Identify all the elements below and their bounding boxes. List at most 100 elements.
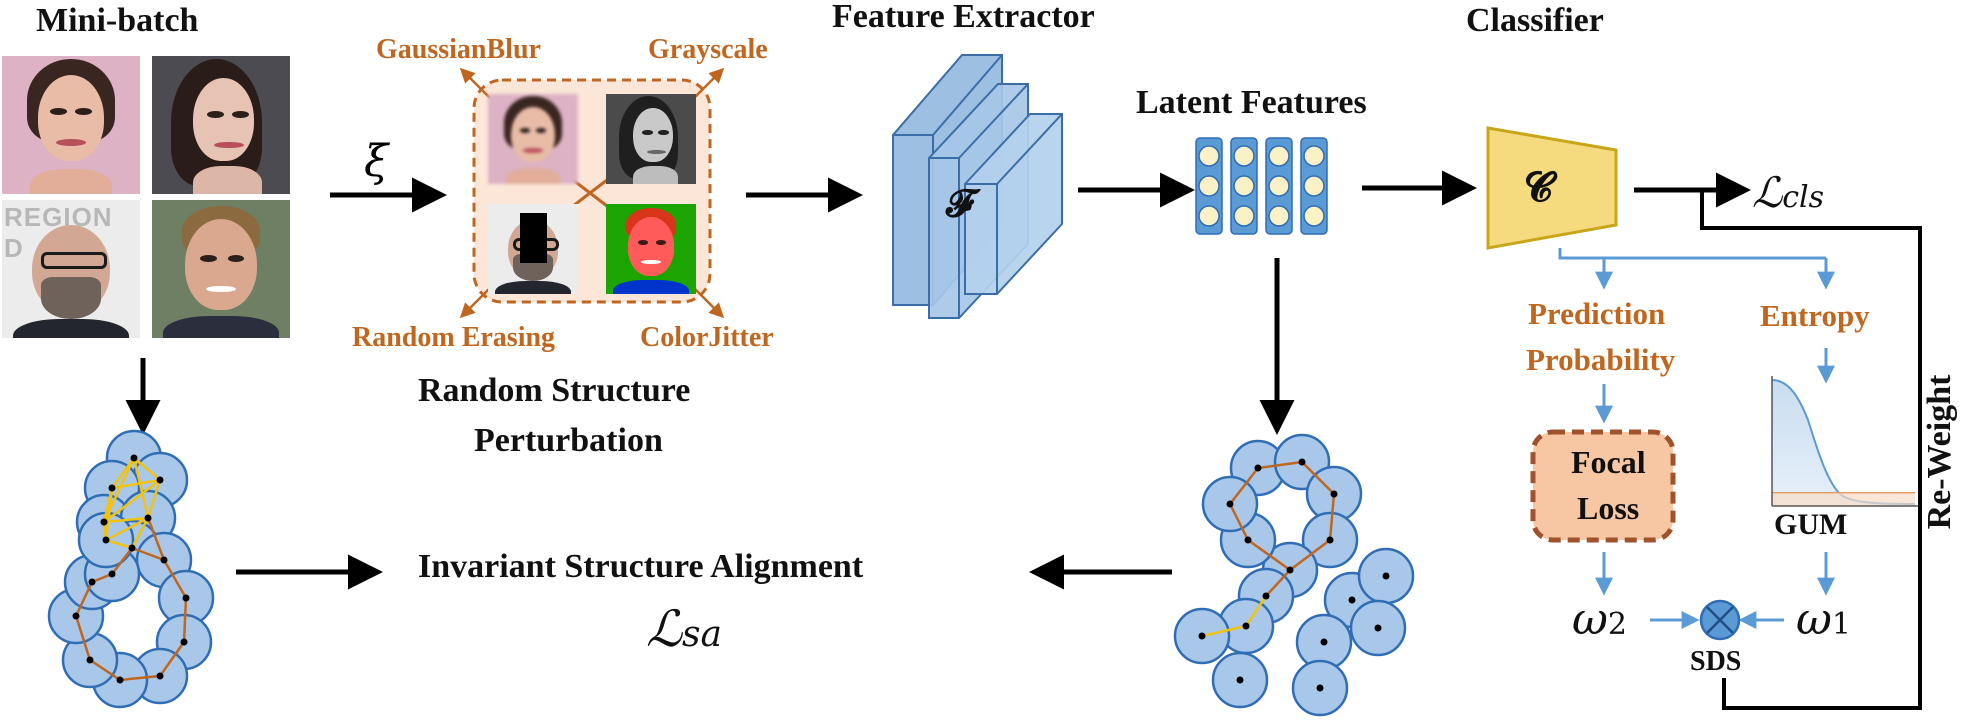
- reweight-loop-line: [1700, 190, 1922, 710]
- graph-edge-orange: [158, 641, 186, 677]
- gaussianblur-label: GaussianBlur: [376, 34, 541, 65]
- latent-unit-2-2: [1233, 175, 1255, 197]
- latent-unit-4-1: [1303, 145, 1325, 167]
- graph-node-center: [1262, 592, 1270, 600]
- graph-node-center: [100, 518, 108, 526]
- latent-unit-3-2: [1268, 175, 1290, 197]
- graph-node-center: [116, 676, 124, 684]
- latent-unit-2-3: [1233, 205, 1255, 227]
- graph-edge-yellow: [1244, 595, 1268, 627]
- perturbed-face-grayscale: [606, 94, 696, 184]
- omega1-main: ω: [1796, 594, 1832, 645]
- graph-node-center: [130, 454, 138, 462]
- graph-node-center: [102, 536, 110, 544]
- gum-curve-fill: [1772, 380, 1915, 506]
- omega1-sub: 1: [1831, 607, 1851, 642]
- graph-node-center: [72, 612, 80, 620]
- graph-node-center: [128, 544, 136, 552]
- arrow-grayscale: [693, 67, 725, 99]
- perturbed-face-colorjitter: [606, 204, 696, 294]
- perturbed-face-blurred: [488, 94, 578, 184]
- graph-edge-yellow: [103, 479, 161, 523]
- graph-edge-orange: [111, 547, 133, 575]
- feature-extractor-symbol: 𝓕: [946, 180, 975, 225]
- graph-edge-yellow: [133, 457, 161, 481]
- focal-loss-box: [1530, 429, 1676, 543]
- face-image-woman-front: [2, 56, 140, 194]
- graph-node-center: [108, 570, 116, 578]
- extractor-slab-3: [964, 113, 1063, 295]
- arrow-random-erasing: [459, 287, 491, 319]
- omega2-sub: 2: [1607, 607, 1627, 642]
- arrow-gaussianblur: [459, 67, 491, 99]
- xi-symbol: ξ: [364, 136, 389, 187]
- entropy-label: Entropy: [1760, 298, 1870, 333]
- graph-edge-orange: [89, 658, 121, 682]
- graph-node-center: [1320, 638, 1328, 646]
- graph-edge-orange: [74, 581, 94, 617]
- colorjitter-label: ColorJitter: [640, 322, 774, 353]
- latent-features-title: Latent Features: [1136, 84, 1367, 121]
- perturbed-face-erased: [488, 204, 578, 294]
- graph-node-center: [1326, 536, 1334, 544]
- graph-node-center: [1244, 536, 1252, 544]
- perturbation-caption-line1: Random Structure: [418, 372, 691, 409]
- graph-edge-orange: [1328, 493, 1336, 541]
- feature-extractor-title: Feature Extractor: [832, 0, 1095, 35]
- graph-edge-yellow: [104, 487, 114, 541]
- graph-node-center: [1242, 622, 1250, 630]
- focal-loss-line1: Focal: [1571, 444, 1646, 480]
- graph-node-center: [1236, 676, 1244, 684]
- graph-edge-yellow: [105, 538, 133, 550]
- graph-node-center: [156, 672, 164, 680]
- alignment-loss-sub: sa: [682, 614, 722, 655]
- graph-node-center: [1198, 632, 1206, 640]
- graph-node-center: [1348, 596, 1356, 604]
- graph-edge-yellow: [103, 516, 149, 524]
- left-structure-graph: [47, 429, 215, 709]
- perturbation-caption-line2: Perturbation: [474, 422, 663, 459]
- right-structure-graph: [1173, 433, 1415, 717]
- sds-label: SDS: [1690, 646, 1742, 677]
- face-image-man-glasses: REGION D: [2, 200, 140, 338]
- graph-edge-yellow: [111, 478, 161, 490]
- prediction-probability-line2: Probability: [1526, 342, 1676, 377]
- graph-edge-orange: [119, 674, 161, 682]
- graph-node-center: [1254, 464, 1262, 472]
- classifier-trapezoid: [1486, 126, 1618, 250]
- graph-edge-orange: [91, 572, 113, 584]
- latent-unit-1-2: [1198, 175, 1220, 197]
- graph-node-center: [1374, 624, 1382, 632]
- graph-edge-orange: [131, 546, 165, 562]
- latent-features-grid: [1195, 137, 1328, 235]
- graph-node-center: [156, 476, 164, 484]
- graph-edge-orange: [1289, 539, 1331, 571]
- graph-edge-orange: [146, 517, 166, 561]
- graph-edge-yellow: [146, 479, 162, 519]
- graph-edge-orange: [1301, 461, 1335, 495]
- latent-unit-4-3: [1303, 205, 1325, 227]
- graph-node-center: [1286, 566, 1294, 574]
- classification-loss-sub: cls: [1782, 180, 1825, 215]
- grayscale-label: Grayscale: [648, 34, 768, 65]
- latent-unit-3-1: [1268, 145, 1290, 167]
- random-erasing-label: Random Erasing: [352, 322, 556, 353]
- graph-node-center: [1298, 458, 1306, 466]
- extractor-slab-1-edge3: [932, 54, 1003, 136]
- gum-label: GUM: [1774, 508, 1848, 541]
- graph-node-center: [1330, 490, 1338, 498]
- reweight-label: Re-Weight: [1921, 374, 1958, 530]
- graph-node-center: [1382, 572, 1390, 580]
- graph-edge-yellow: [132, 457, 150, 519]
- feature-extractor-block: [892, 54, 1063, 319]
- latent-unit-4-2: [1303, 175, 1325, 197]
- graph-node-center: [144, 514, 152, 522]
- latent-unit-2-1: [1233, 145, 1255, 167]
- graph-node-center: [108, 484, 116, 492]
- graph-node-center: [182, 594, 190, 602]
- latent-unit-1-3: [1198, 205, 1220, 227]
- graph-edge-orange: [1247, 538, 1291, 572]
- gum-lower-band: [1772, 493, 1915, 506]
- latent-unit-1-1: [1198, 145, 1220, 167]
